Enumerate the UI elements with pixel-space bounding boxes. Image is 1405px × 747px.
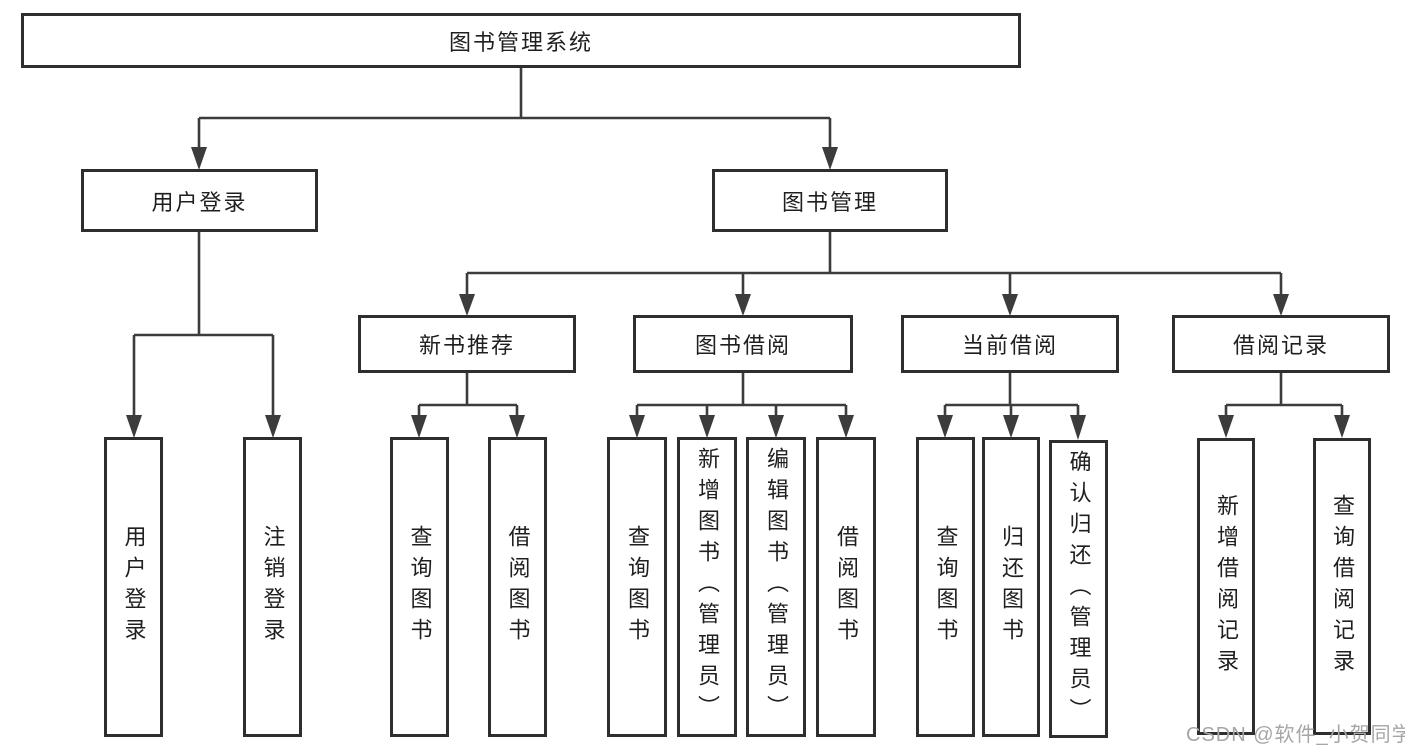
connector-borrow-records-children [1224,373,1344,416]
node-root-system: 图书管理系统 [21,13,1021,68]
connector-new-book-children [417,373,519,416]
node-book-management: 图书管理 [712,169,948,232]
node-root-system-label: 图书管理系统 [448,29,593,55]
leaf-add-books-admin-label: 新增图书（管理员） [695,447,720,726]
leaf-return-books: 归还图书 [982,437,1040,737]
leaf-user-login: 用户登录 [104,437,163,737]
leaf-logout: 注销登录 [243,437,302,737]
leaf-newbook-borrow-books-label: 借阅图书 [505,525,531,649]
connector-book-mgmt-children [465,232,1283,294]
node-borrow-records: 借阅记录 [1172,315,1390,373]
leaf-newbook-borrow-books: 借阅图书 [488,437,547,737]
leaf-return-books-label: 归还图书 [999,525,1024,649]
node-current-borrow: 当前借阅 [901,315,1119,373]
node-book-management-label: 图书管理 [781,189,878,215]
node-user-login-label: 用户登录 [151,189,248,215]
leaf-newbook-query-books-label: 查询图书 [407,525,433,649]
leaf-current-query-books: 查询图书 [916,437,975,737]
connector-current-borrow-children [943,373,1080,416]
node-current-borrow-label: 当前借阅 [961,333,1058,358]
arrowheads [126,147,1350,440]
leaf-confirm-return-admin: 确认归还（管理员） [1049,440,1108,738]
leaf-logout-label: 注销登录 [260,525,286,649]
leaf-user-login-label: 用户登录 [121,525,147,649]
leaf-borrow-books: 借阅图书 [816,437,876,737]
node-borrow-records-label: 借阅记录 [1232,333,1329,358]
leaf-edit-books-admin: 编辑图书（管理员） [746,437,806,737]
csdn-watermark: CSDN @软件_小贺同学 [1186,724,1405,746]
leaf-query-borrow-record-label: 查询借阅记录 [1330,493,1355,680]
node-new-book-recommend-label: 新书推荐 [418,333,515,358]
node-book-borrow-label: 图书借阅 [694,333,791,358]
leaf-borrow-books-label: 借阅图书 [834,525,859,649]
leaf-current-query-books-label: 查询图书 [933,525,959,649]
leaf-add-books-admin: 新增图书（管理员） [677,437,737,737]
leaf-newbook-query-books: 查询图书 [390,437,449,737]
connector-user-login-children [132,232,275,416]
leaf-edit-books-admin-label: 编辑图书（管理员） [764,447,789,726]
node-user-login: 用户登录 [81,169,318,232]
leaf-confirm-return-admin-label: 确认归还（管理员） [1066,450,1092,729]
node-book-borrow: 图书借阅 [633,315,853,373]
leaf-add-borrow-record-label: 新增借阅记录 [1214,493,1239,680]
leaf-add-borrow-record: 新增借阅记录 [1197,438,1255,735]
leaf-borrow-query-books-label: 查询图书 [625,525,650,649]
leaf-borrow-query-books: 查询图书 [607,437,667,737]
connector-root-to-level2 [197,68,832,148]
leaf-query-borrow-record: 查询借阅记录 [1313,438,1371,735]
node-new-book-recommend: 新书推荐 [358,315,576,373]
connector-book-borrow-children [635,373,848,416]
